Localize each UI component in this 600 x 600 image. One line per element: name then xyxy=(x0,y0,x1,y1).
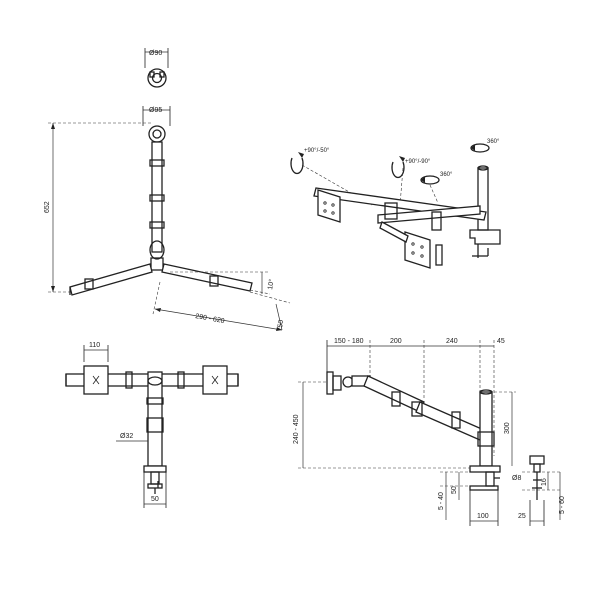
top-view: Ø90 Ø95 652 xyxy=(44,48,291,331)
dia-clamp-label: Ø95 xyxy=(149,107,162,114)
seg3-label: 240 xyxy=(446,338,458,345)
top-detail-collar: Ø90 xyxy=(144,48,169,88)
height-label: 652 xyxy=(44,201,51,213)
side-view: 150 - 180 200 240 45 240 - 450 300 xyxy=(293,338,566,526)
rotation-arrow-elbow: 360° xyxy=(420,172,453,185)
grommet-width-label: 25 xyxy=(518,513,526,520)
offset-label: 50 xyxy=(277,319,285,328)
vesa-cross-left xyxy=(92,375,100,385)
rotation-arrow-pole: 360° xyxy=(470,139,500,153)
rotation-arrow-monitor: +90°/-50° xyxy=(290,148,330,175)
bolt-dia-label: Ø8 xyxy=(512,475,521,482)
base-depth-label: 100 xyxy=(477,513,489,520)
height-range-label: 240 - 450 xyxy=(293,414,300,444)
grommet-range-label: 5 - 60 xyxy=(559,496,566,514)
dia-top-label: Ø90 xyxy=(149,50,162,57)
pole-height-label: 300 xyxy=(504,422,511,434)
rot-elbow-label: 360° xyxy=(440,172,453,178)
vesa-cross-right xyxy=(211,375,219,385)
bolt-gap-label: 16 xyxy=(541,478,548,486)
rotation-arrow-joint: +90°/-90° xyxy=(391,156,431,179)
rot-monitor-label: +90°/-50° xyxy=(304,148,330,154)
perspective-view: +90°/-50° +90°/-90° 360° 360° xyxy=(290,139,501,269)
clamp-width-label: 50 xyxy=(151,496,159,503)
seg1-label: 150 - 180 xyxy=(334,338,364,345)
seg2-label: 200 xyxy=(390,338,402,345)
pole-dia-label: Ø32 xyxy=(120,433,133,440)
rot-pole-label: 360° xyxy=(487,139,500,145)
clamp-range-label: 5 - 40 xyxy=(438,492,445,510)
seg4-label: 45 xyxy=(497,338,505,345)
clamp-offset-label: 50 xyxy=(451,486,458,494)
arm-range-label: 290 - 620 xyxy=(195,313,225,325)
angle-label: 10° xyxy=(266,278,276,290)
front-view: 110 Ø32 50 xyxy=(65,342,239,508)
rot-joint-label: +90°/-90° xyxy=(405,159,431,165)
vesa-width-label: 110 xyxy=(89,342,100,349)
